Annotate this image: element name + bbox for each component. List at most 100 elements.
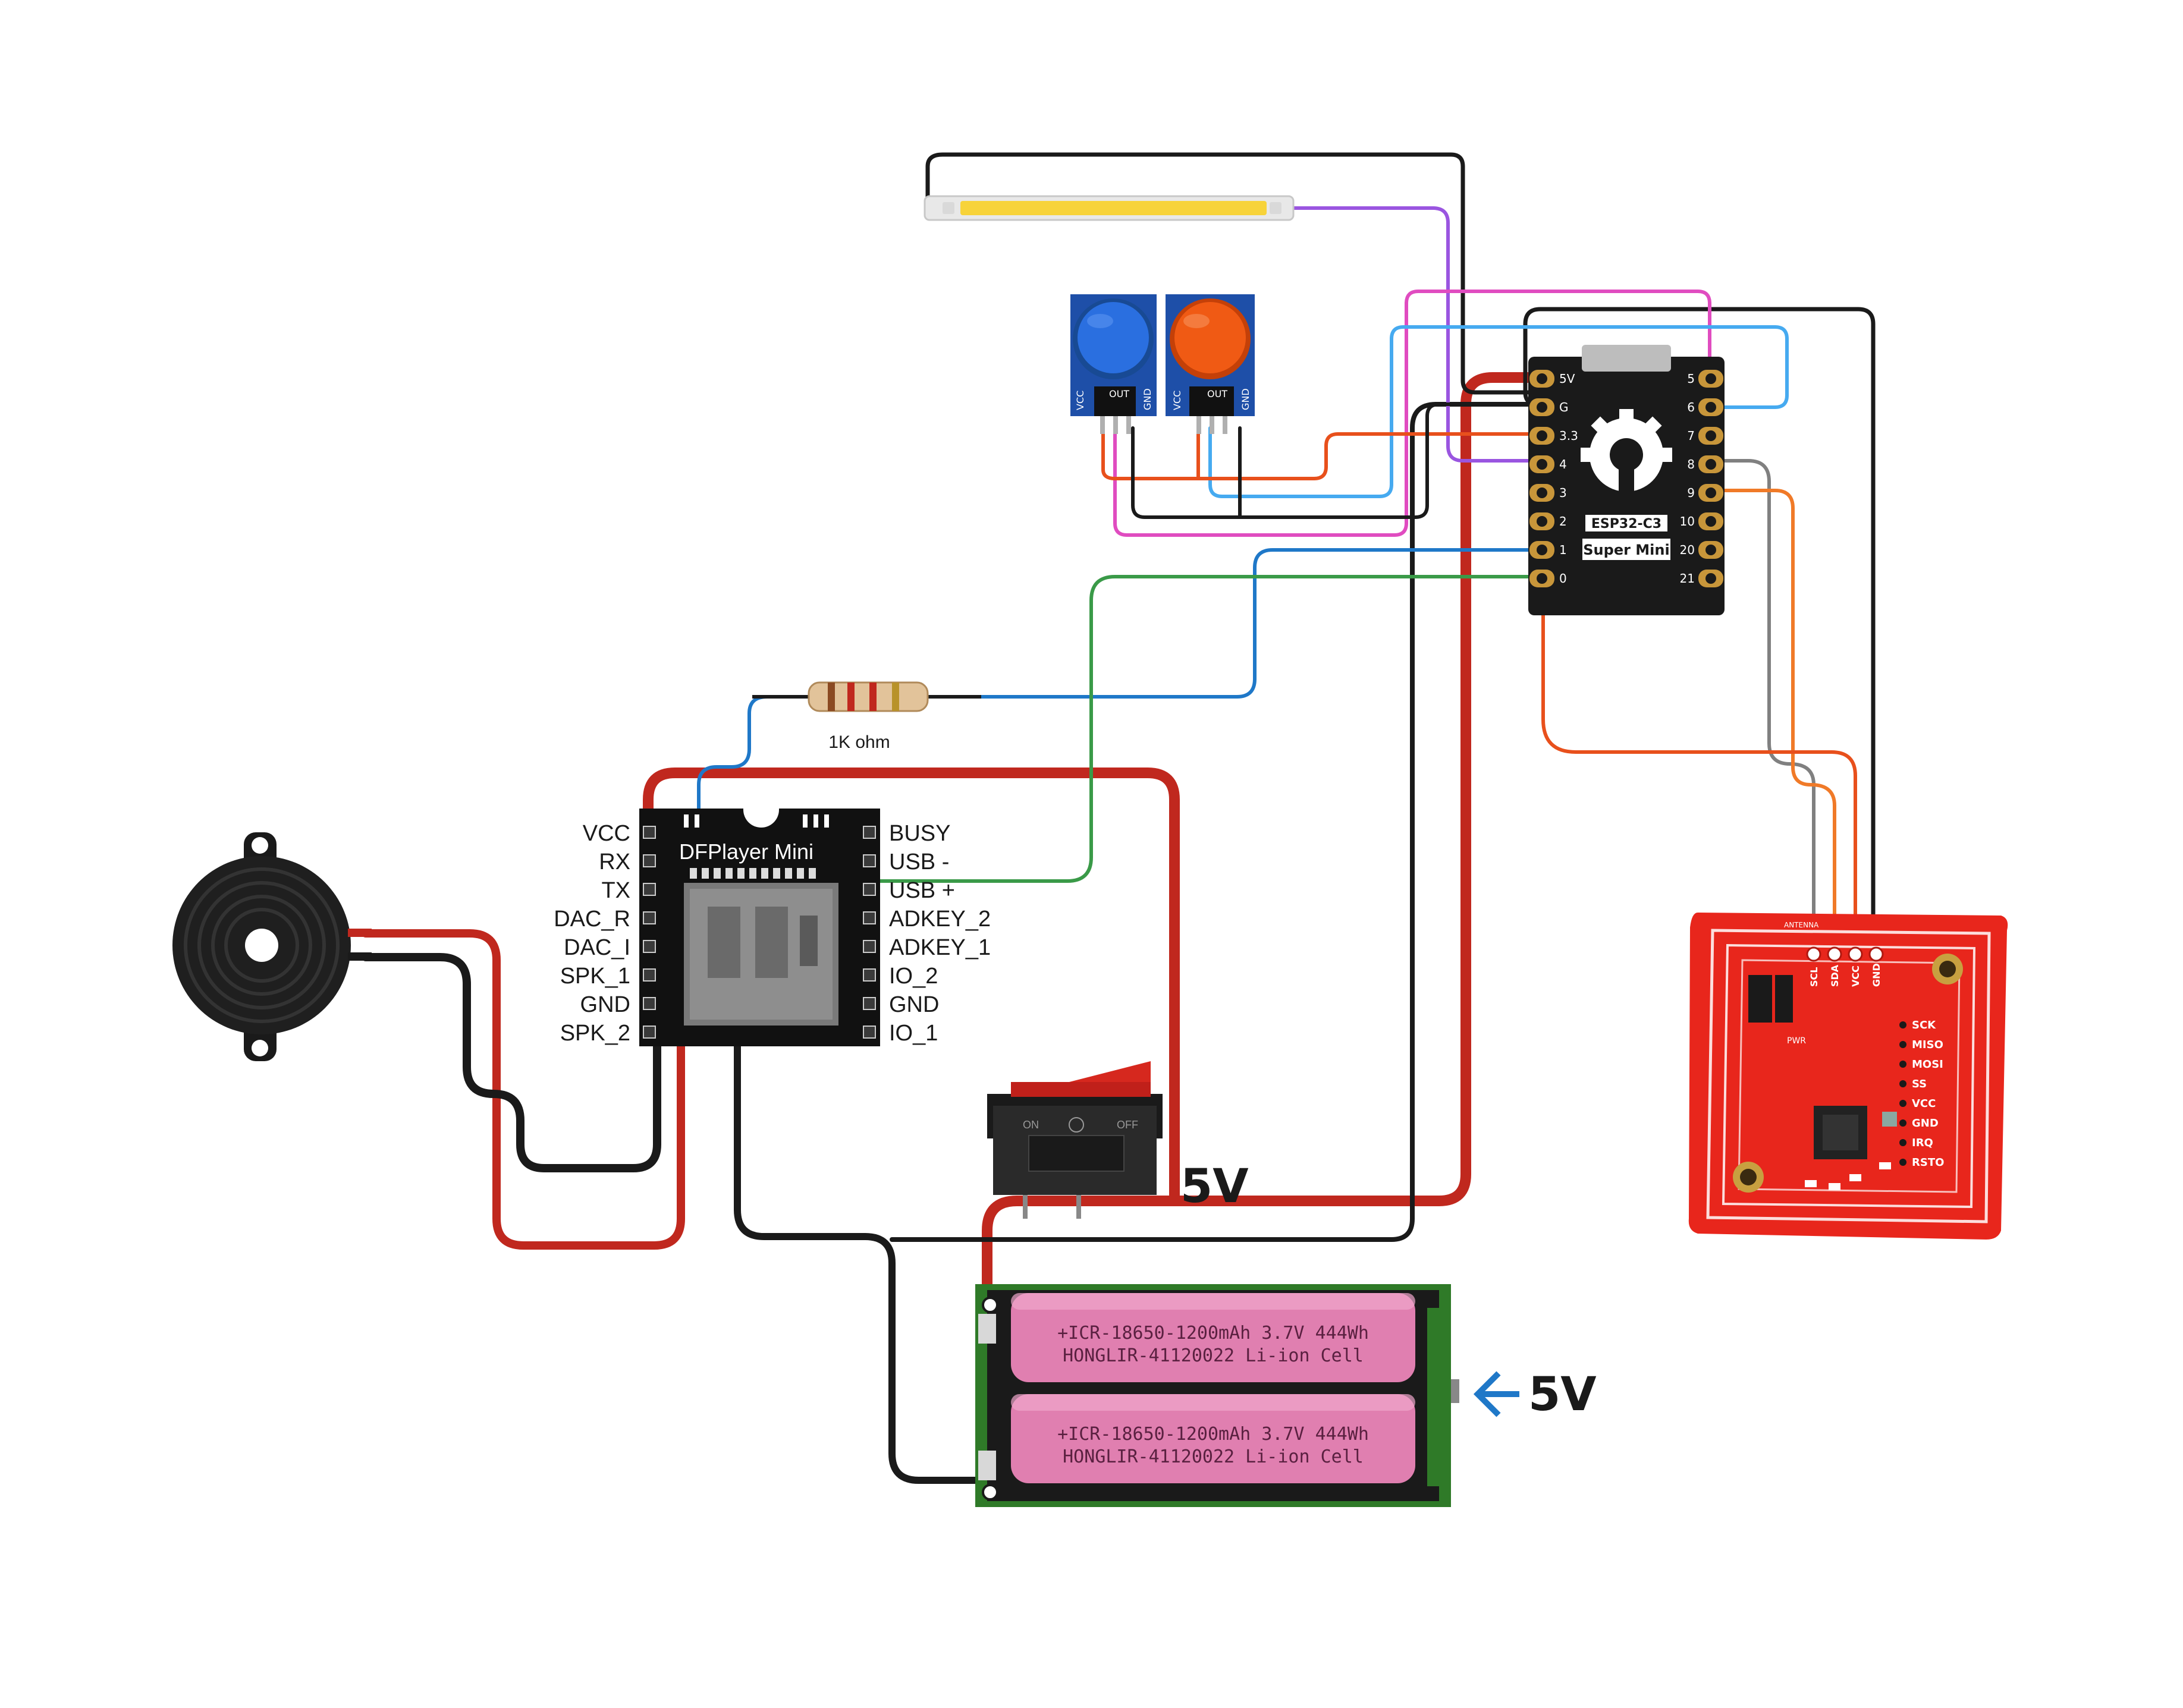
svg-text:VCC: VCC [1850, 965, 1861, 987]
svg-text:0: 0 [1559, 571, 1567, 586]
dfplayer-pin-dac-i[interactable]: DAC_I [564, 935, 656, 960]
rfid-header-pins: SCL SDA VCC GND [1806, 946, 1884, 987]
svg-text:IRQ: IRQ [1912, 1137, 1933, 1149]
dfplayer-pin-io-2[interactable]: IO_2 [863, 964, 938, 989]
svg-text:ADKEY_1: ADKEY_1 [889, 935, 991, 960]
esp32-pin-10[interactable]: 10 [1680, 512, 1723, 530]
rfid-side-pin-miso: MISO [1899, 1039, 1943, 1051]
esp32-name-2: Super Mini [1583, 542, 1669, 558]
rfid-pin-sda[interactable]: SDA [1827, 946, 1842, 987]
svg-text:4: 4 [1559, 457, 1567, 471]
rfid-pin-gnd[interactable]: GND [1868, 946, 1884, 987]
push-button-blue[interactable]: VCC OUT GND [1070, 294, 1157, 434]
wire-led-signal [1283, 206, 1539, 463]
svg-text:MISO: MISO [1912, 1039, 1943, 1051]
cell1-line1: +ICR-18650-1200mAh 3.7V 444Wh [1057, 1323, 1369, 1344]
wire-esp-ground-bus [890, 402, 1540, 1242]
svg-text:1: 1 [1559, 543, 1567, 557]
esp32-pin-4[interactable]: 4 [1529, 455, 1567, 473]
buzzer [172, 832, 372, 1061]
esp32-name-1: ESP32-C3 [1591, 517, 1661, 531]
esp32-pin-5[interactable]: 5 [1687, 370, 1723, 388]
rfid-pin-scl[interactable]: SCL [1806, 946, 1821, 987]
svg-text:OUT: OUT [1207, 388, 1227, 400]
svg-text:MOSI: MOSI [1912, 1058, 1943, 1071]
esp32-pin-0[interactable]: 0 [1529, 570, 1567, 587]
dfplayer-pin-spk-2[interactable]: SPK_2 [560, 1021, 656, 1046]
esp32-pin-g[interactable]: G [1529, 398, 1569, 416]
led-strip [924, 195, 1295, 221]
svg-text:IO_2: IO_2 [889, 964, 938, 989]
rfid-pwr-label: PWR [1787, 1036, 1806, 1046]
resistor-label: 1K ohm [828, 732, 890, 752]
esp32-right-pins: 5 6 7 8 9 10 20 21 [1680, 370, 1723, 587]
esp32-pin-9[interactable]: 9 [1687, 484, 1723, 502]
svg-text:GND: GND [1240, 388, 1251, 410]
svg-text:RSTO: RSTO [1912, 1156, 1944, 1169]
esp32-pin-8[interactable]: 8 [1687, 455, 1723, 473]
esp32-pin-2[interactable]: 2 [1529, 512, 1567, 530]
esp32-left-pins: 5V G 3.3 4 3 2 1 0 [1529, 370, 1578, 587]
esp32-pin-1[interactable]: 1 [1529, 541, 1567, 559]
esp32-pin-21[interactable]: 21 [1680, 570, 1723, 587]
svg-text:SCL: SCL [1808, 967, 1820, 987]
rfid-pin-vcc[interactable]: VCC [1848, 946, 1863, 987]
svg-text:9: 9 [1687, 486, 1695, 500]
svg-text:USB -: USB - [889, 850, 949, 875]
wire-button-pink-to-pin5 [1113, 290, 1711, 537]
switch-voltage-label: 5V [1180, 1160, 1249, 1213]
esp32-pin-3-3[interactable]: 3.3 [1529, 427, 1578, 445]
wire-led-ground [925, 152, 1540, 395]
rfid-side-pin-gnd: GND [1899, 1117, 1939, 1130]
dfplayer-pin-dac-r[interactable]: DAC_R [554, 907, 656, 932]
dfplayer-pin-busy[interactable]: BUSY [863, 821, 950, 846]
svg-text:USB +: USB + [889, 878, 955, 903]
esp32-pin-3[interactable]: 3 [1529, 484, 1567, 502]
wire-tx-to-pin0 [649, 575, 1539, 883]
cell1-line2: HONGLIR-41120022 Li-ion Cell [1063, 1345, 1364, 1366]
svg-text:8: 8 [1687, 457, 1695, 471]
rocker-switch[interactable]: ON OFF [987, 1061, 1163, 1219]
rfid-side-pin-rsto: RSTO [1899, 1156, 1944, 1169]
dfplayer-pin-adkey-1[interactable]: ADKEY_1 [863, 935, 991, 960]
svg-text:SS: SS [1912, 1078, 1927, 1090]
esp32-pin-20[interactable]: 20 [1680, 541, 1723, 559]
esp32-pin-6[interactable]: 6 [1687, 398, 1723, 416]
dfplayer-pin-adkey-2[interactable]: ADKEY_2 [863, 907, 991, 932]
dfplayer-pin-vcc[interactable]: VCC [583, 821, 656, 846]
svg-text:BUSY: BUSY [889, 821, 950, 846]
svg-text:5: 5 [1687, 372, 1695, 386]
rfid-side-pin-sck: SCK [1899, 1019, 1936, 1031]
esp32-pin-5v[interactable]: 5V [1529, 370, 1575, 388]
dfplayer-pin-io-1[interactable]: IO_1 [863, 1021, 938, 1046]
dfplayer-pin-spk-1[interactable]: SPK_1 [560, 964, 656, 989]
svg-text:OUT: OUT [1109, 388, 1129, 400]
svg-text:2: 2 [1559, 514, 1567, 529]
rfid-side-pin-vcc: VCC [1899, 1097, 1936, 1110]
dfplayer-pin-usb-[interactable]: USB - [863, 850, 949, 875]
wire-buttons-ground [1131, 402, 1539, 519]
dfplayer-pin-usb-[interactable]: USB + [863, 878, 955, 903]
esp32-pin-7[interactable]: 7 [1687, 427, 1723, 445]
wire-button-orangered-2 [1196, 426, 1316, 480]
cell2-line2: HONGLIR-41120022 Li-ion Cell [1063, 1446, 1364, 1467]
rfid-side-pin-irq: IRQ [1899, 1137, 1933, 1149]
dfplayer-pin-tx[interactable]: TX [601, 878, 656, 903]
dfplayer-module: DFPlayer Mini VCCRXTXDAC_RDAC_ISPK_1GNDS… [554, 791, 991, 1046]
dfplayer-pin-gnd[interactable]: GND [863, 992, 939, 1017]
svg-text:10: 10 [1680, 514, 1695, 529]
push-button-orange[interactable]: VCC OUT GND [1166, 294, 1255, 434]
dfplayer-pin-rx[interactable]: RX [599, 850, 656, 875]
wire-pin8-to-rfid-scl [1708, 459, 1815, 953]
dfplayer-pin-gnd[interactable]: GND [580, 992, 656, 1017]
wire-spk2-to-buzzer-minus [362, 953, 661, 1172]
svg-text:GND: GND [1871, 963, 1882, 987]
wire-esp-gnd-to-rfid-gnd [1523, 307, 1876, 954]
svg-text:GND: GND [1912, 1117, 1939, 1130]
wire-battery-plus-to-esp-5v [982, 372, 1543, 1307]
